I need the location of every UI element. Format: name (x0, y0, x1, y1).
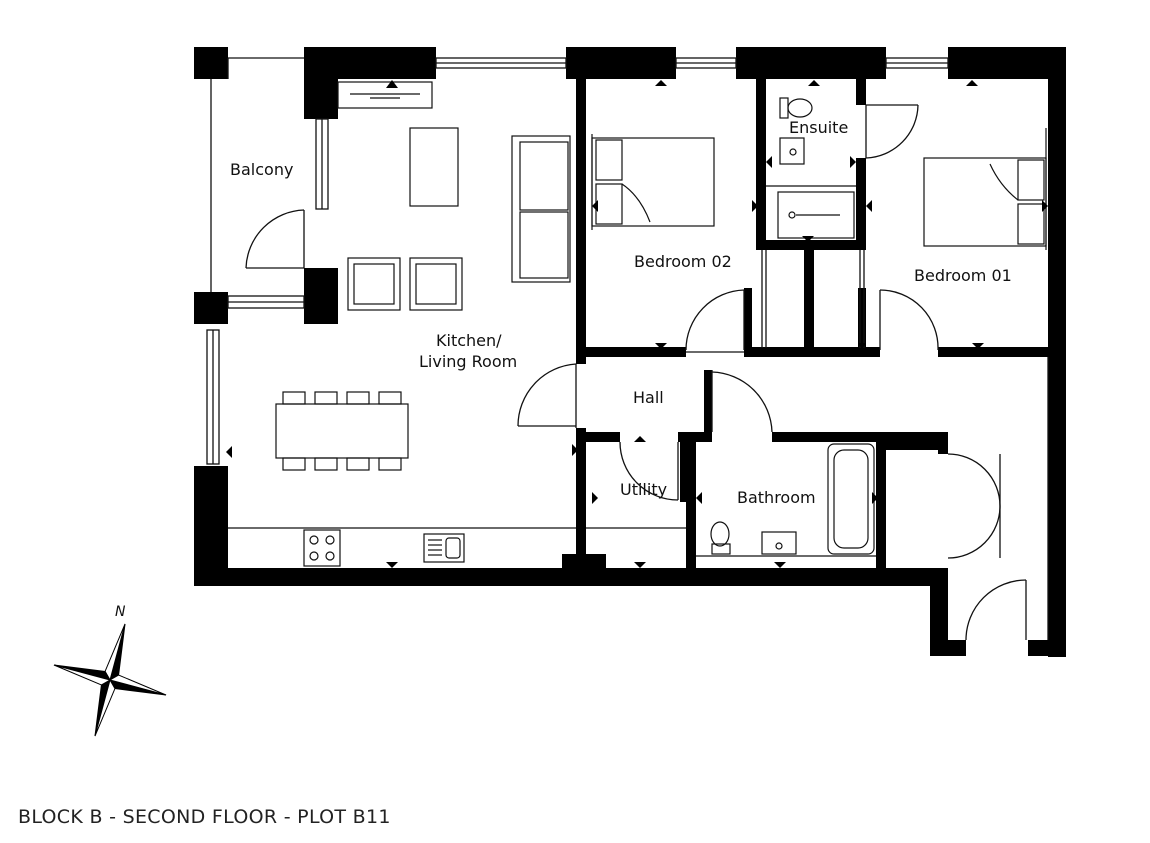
label-kitchen-line1: Kitchen/ (436, 331, 502, 350)
bed-02 (591, 137, 715, 227)
bathroom-basin (761, 531, 797, 555)
kitchen-sink (423, 533, 465, 563)
walls (194, 47, 1066, 657)
ensuite-toilet (787, 98, 813, 118)
armchair (409, 257, 463, 311)
bathroom-toilet (710, 521, 730, 547)
bed-01 (923, 157, 1047, 247)
room-labels: Balcony Kitchen/ Living Room Bedroom 02 … (230, 118, 1012, 507)
markers (226, 80, 1048, 568)
label-utility: Utility (620, 480, 667, 499)
sofa (511, 135, 571, 283)
dining-table (275, 403, 409, 459)
label-bathroom: Bathroom (737, 488, 816, 507)
hob (303, 529, 341, 567)
coffee-table (409, 127, 459, 207)
label-kitchen-line2: Living Room (419, 352, 517, 371)
bath (827, 443, 875, 555)
compass-north-label: N (115, 604, 126, 620)
label-balcony: Balcony (230, 160, 293, 179)
shower-tray (777, 191, 855, 239)
compass-rose (53, 623, 167, 737)
ensuite-basin (779, 137, 805, 165)
thin-lines (206, 57, 1049, 640)
label-bedroom02: Bedroom 02 (634, 252, 732, 271)
armchair (347, 257, 401, 311)
label-hall: Hall (633, 388, 664, 407)
plan-caption: BLOCK B - SECOND FLOOR - PLOT B11 (18, 806, 391, 828)
label-bedroom01: Bedroom 01 (914, 266, 1012, 285)
tv-unit (337, 81, 433, 109)
doors (245, 104, 1027, 641)
label-ensuite: Ensuite (789, 118, 848, 137)
furniture (275, 81, 1047, 567)
